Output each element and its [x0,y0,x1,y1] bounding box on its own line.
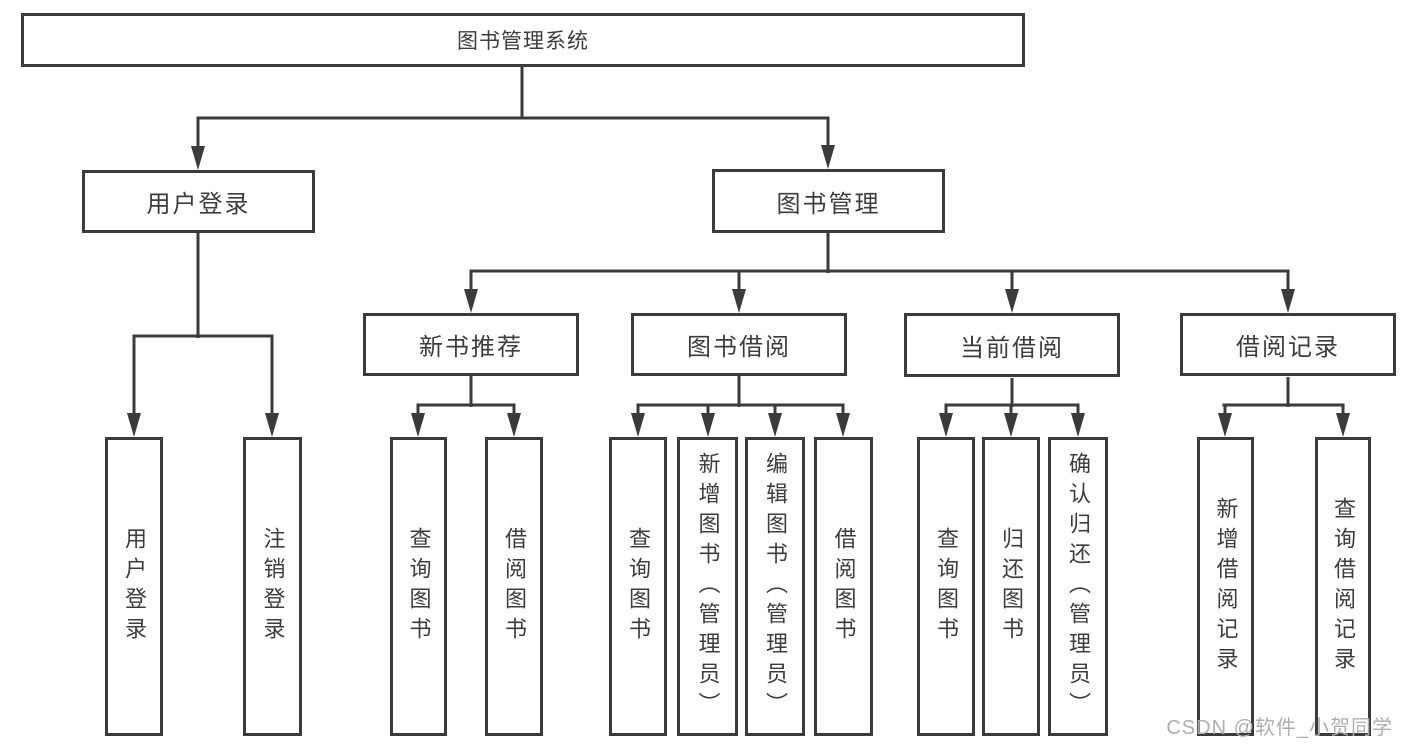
node-book-management: 图书管理 [712,169,945,233]
leaf-query-borrow-record: 查询借阅记录 [1315,437,1371,736]
leaf-query-books-current: 查询图书 [917,437,975,736]
csdn-watermark: CSDN @软件_小贺同学 [1166,717,1393,739]
leaf-logout: 注销登录 [243,437,302,736]
leaf-query-books-borrow: 查询图书 [609,437,667,736]
node-root-system: 图书管理系统 [21,13,1025,67]
leaf-edit-book-admin: 编辑图书（管理员） [745,437,805,736]
leaf-user-login: 用户登录 [105,437,163,736]
leaf-borrow-books-recommend: 借阅图书 [485,437,543,736]
node-book-borrow: 图书借阅 [631,313,847,376]
leaf-query-books-recommend: 查询图书 [390,437,447,736]
node-current-borrow: 当前借阅 [904,313,1120,377]
leaf-add-book-admin: 新增图书（管理员） [677,437,738,736]
node-user-login: 用户登录 [82,170,315,233]
leaf-borrow-book: 借阅图书 [814,437,873,736]
node-new-book-recommend: 新书推荐 [363,313,579,376]
node-borrow-records: 借阅记录 [1180,313,1396,376]
leaf-add-borrow-record: 新增借阅记录 [1197,437,1254,736]
leaf-return-book: 归还图书 [982,437,1040,736]
leaf-confirm-return-admin: 确认归还（管理员） [1048,437,1108,736]
